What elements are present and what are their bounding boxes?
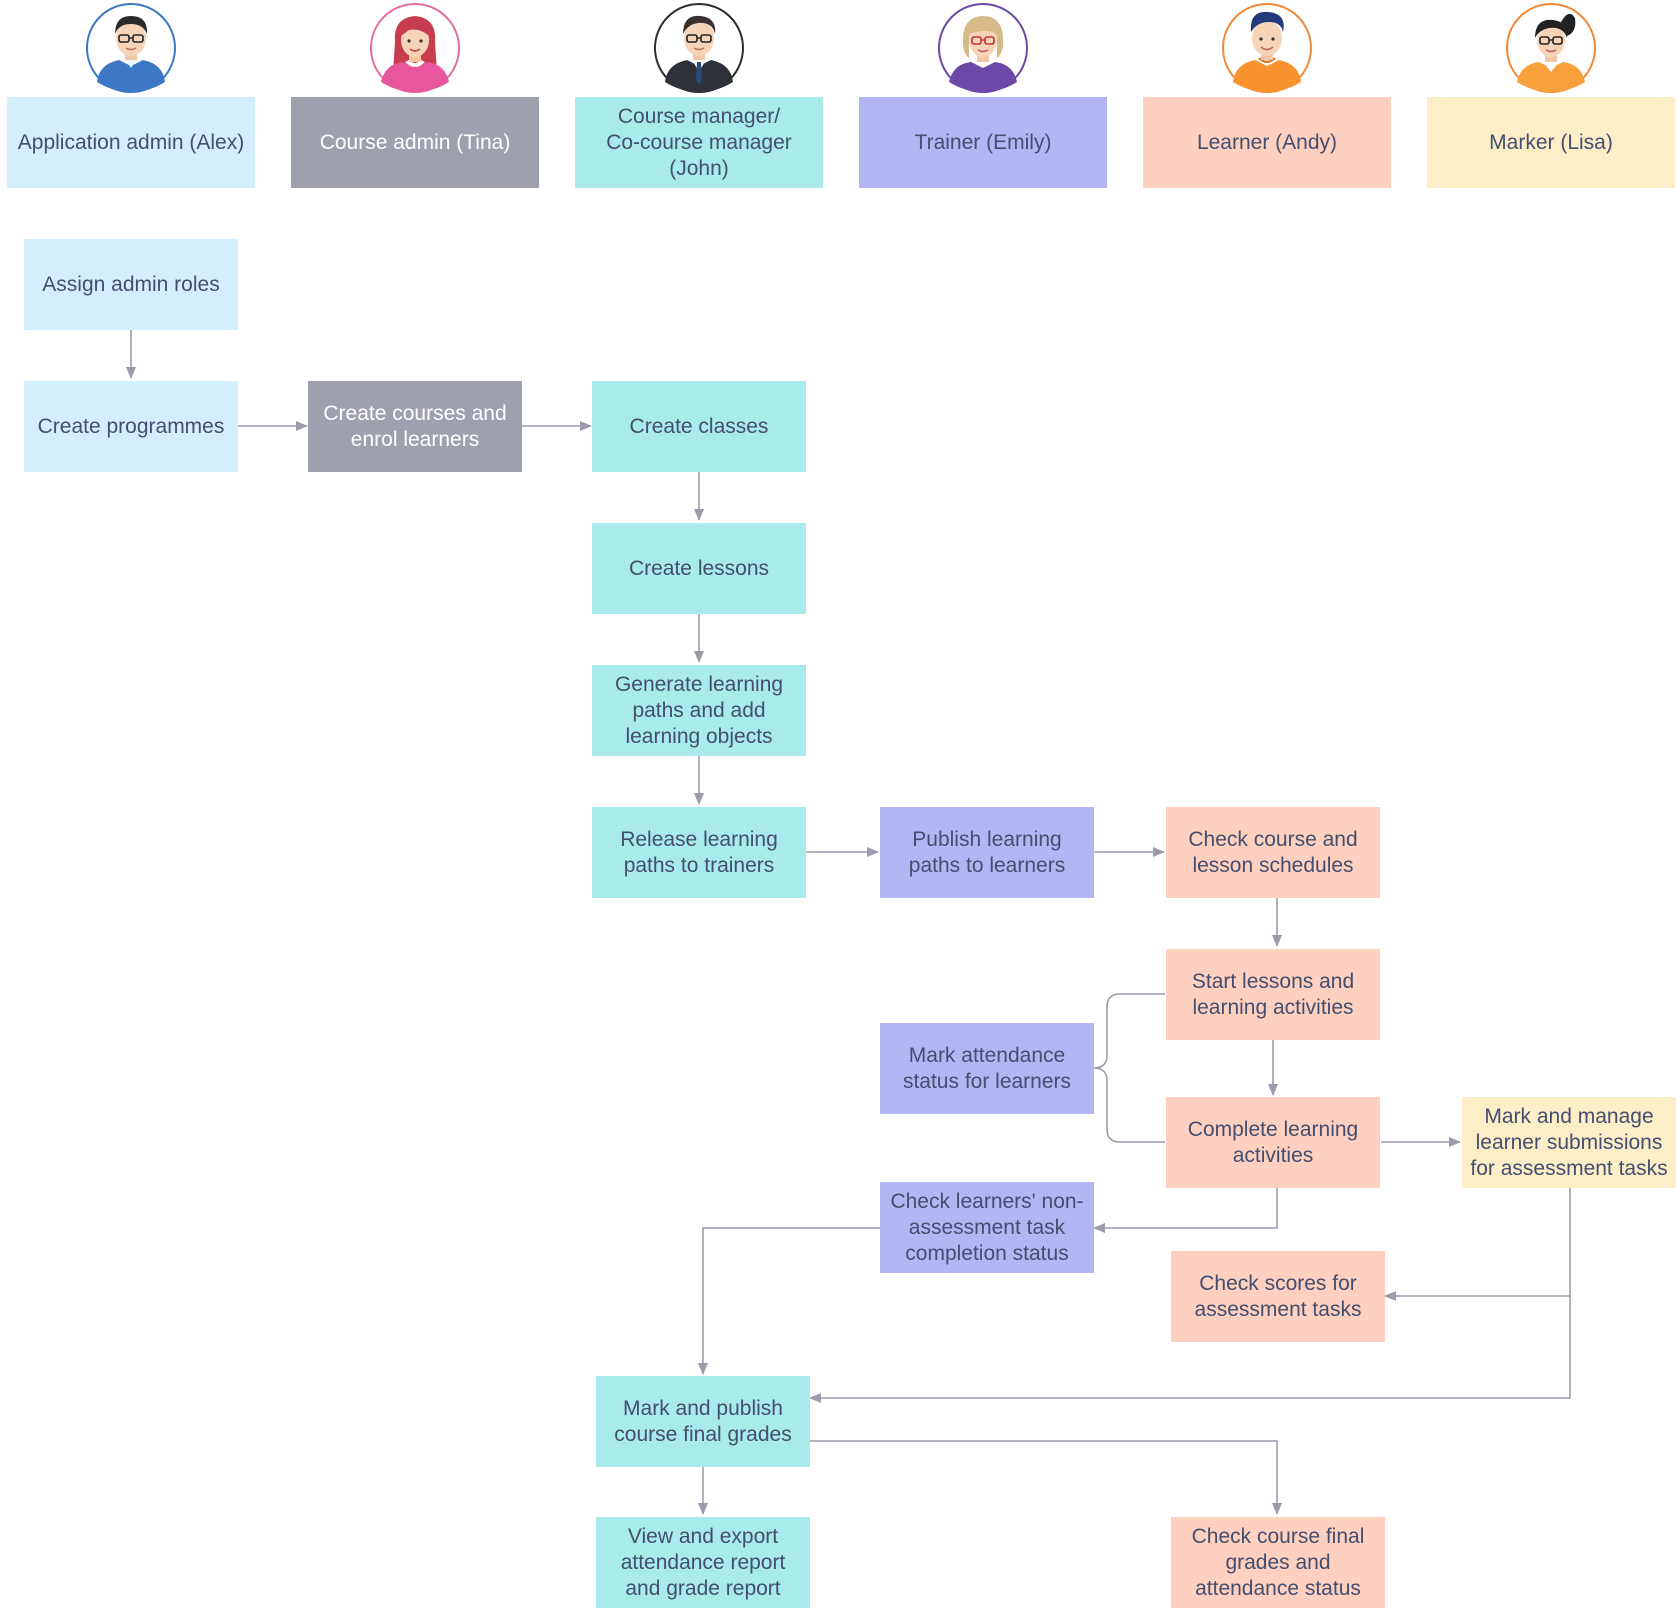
arrow-complete-to-completion — [1093, 1187, 1278, 1233]
role-course-admin: Course admin (Tina) — [291, 97, 539, 188]
step-create-courses: Create courses and enrol learners — [308, 381, 522, 472]
arrow-grades-to-final — [810, 1440, 1282, 1515]
step-create-lessons: Create lessons — [592, 523, 806, 614]
step-assign-admin-roles: Assign admin roles — [24, 239, 238, 330]
role-marker: Marker (Lisa) — [1427, 97, 1675, 188]
step-check-schedules: Check course and lesson schedules — [1166, 807, 1380, 898]
step-check-final: Check course final grades and attendance… — [1171, 1517, 1385, 1608]
step-mark-attendance: Mark attendance status for learners — [880, 1023, 1094, 1114]
role-course-manager: Course manager/ Co-course manager (John) — [575, 97, 823, 188]
step-create-programmes: Create programmes — [24, 381, 238, 472]
brace-attendance — [1093, 993, 1165, 1143]
step-generate-paths: Generate learning paths and add learning… — [592, 665, 806, 756]
role-app-admin: Application admin (Alex) — [7, 97, 255, 188]
step-release-paths: Release learning paths to trainers — [592, 807, 806, 898]
step-check-completion: Check learners' non- assessment task com… — [880, 1182, 1094, 1273]
step-create-classes: Create classes — [592, 381, 806, 472]
woman-pink-icon — [370, 3, 460, 93]
woman-purple-glasses-icon — [938, 3, 1028, 93]
step-publish-grades: Mark and publish course final grades — [596, 1376, 810, 1467]
step-mark-submissions: Mark and manage learner submissions for … — [1462, 1097, 1676, 1188]
step-complete-activities: Complete learning activities — [1166, 1097, 1380, 1188]
step-check-scores: Check scores for assessment tasks — [1171, 1251, 1385, 1342]
arrow-submissions-to-grades — [809, 1296, 1571, 1403]
arrow-completion-to-grades — [698, 1227, 881, 1375]
man-blue-glasses-icon — [86, 3, 176, 93]
man-orange-icon — [1222, 3, 1312, 93]
step-start-lessons: Start lessons and learning activities — [1166, 949, 1380, 1040]
man-suit-icon — [654, 3, 744, 93]
arrow-submissions-to-scores — [1384, 1188, 1571, 1301]
role-learner: Learner (Andy) — [1143, 97, 1391, 188]
step-publish-paths: Publish learning paths to learners — [880, 807, 1094, 898]
woman-orange-glasses-icon — [1506, 3, 1596, 93]
step-export-reports: View and export attendance report and gr… — [596, 1517, 810, 1608]
role-trainer: Trainer (Emily) — [859, 97, 1107, 188]
